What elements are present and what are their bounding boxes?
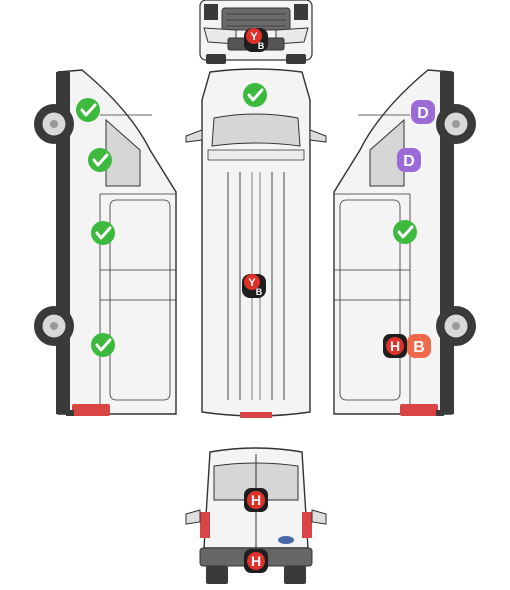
check-icon xyxy=(91,333,115,357)
svg-text:H: H xyxy=(251,492,261,508)
svg-text:B: B xyxy=(256,287,263,297)
yb-badge-icon: YB xyxy=(244,28,268,52)
left-side-view xyxy=(34,69,177,416)
svg-text:D: D xyxy=(417,105,429,122)
h-badge-icon: H xyxy=(244,488,268,512)
check-icon xyxy=(393,220,417,244)
check-icon xyxy=(76,98,100,122)
h-badge-icon: H xyxy=(244,549,268,573)
svg-text:B: B xyxy=(413,339,425,356)
svg-text:H: H xyxy=(390,338,400,354)
check-icon xyxy=(88,148,112,172)
right-side-view xyxy=(333,69,476,416)
yb-badge-icon: YB xyxy=(242,274,266,298)
svg-text:Y: Y xyxy=(248,277,256,289)
svg-text:B: B xyxy=(258,41,265,51)
svg-text:Y: Y xyxy=(250,31,258,43)
top-view xyxy=(185,68,327,418)
d-badge-icon: D xyxy=(397,148,421,172)
svg-text:D: D xyxy=(403,153,415,170)
svg-text:H: H xyxy=(251,553,261,569)
check-icon xyxy=(243,83,267,107)
d-badge-icon: D xyxy=(411,100,435,124)
check-icon xyxy=(91,221,115,245)
b-badge-icon: B xyxy=(407,334,431,358)
h-badge-icon: H xyxy=(383,334,407,358)
rear-view xyxy=(185,447,327,584)
